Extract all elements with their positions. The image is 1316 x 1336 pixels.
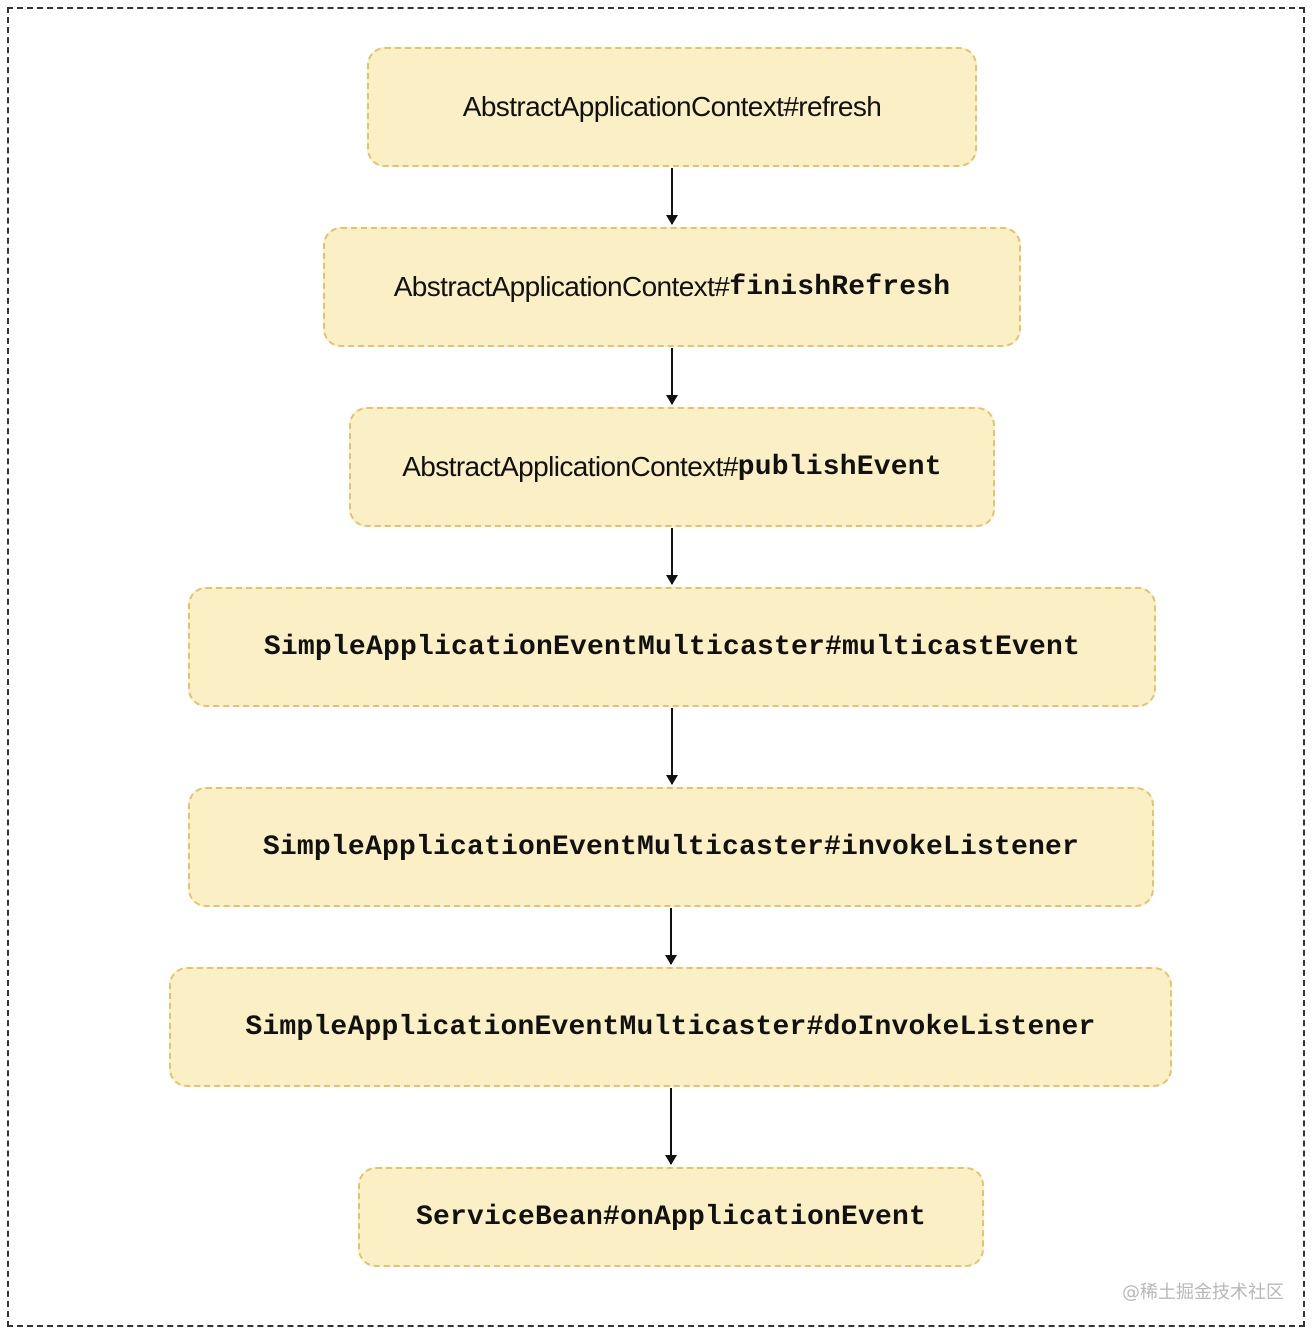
node-label-mono: publishEvent	[737, 451, 942, 483]
watermark-text: @稀土掘金技术社区	[1122, 1282, 1284, 1303]
diagram-frame	[7, 7, 1305, 1327]
node-abstract-finish-refresh: AbstractApplicationContext#finishRefresh	[323, 227, 1021, 347]
node-multicaster-do-invoke-listener: SimpleApplicationEventMulticaster#doInvo…	[169, 967, 1172, 1087]
node-abstract-refresh: AbstractApplicationContext#refresh	[367, 47, 977, 167]
node-label-mono: finishRefresh	[729, 271, 951, 303]
node-label-mono: SimpleApplicationEventMulticaster#doInvo…	[245, 1011, 1096, 1043]
node-abstract-publish-event: AbstractApplicationContext#publishEvent	[349, 407, 995, 527]
node-multicaster-multicast-event: SimpleApplicationEventMulticaster#multic…	[188, 587, 1156, 707]
node-servicebean-on-application-event: ServiceBean#onApplicationEvent	[358, 1167, 984, 1267]
node-multicaster-invoke-listener: SimpleApplicationEventMulticaster#invoke…	[188, 787, 1154, 907]
node-label-sans: AbstractApplicationContext#refresh	[462, 91, 882, 122]
node-label-sans: AbstractApplicationContext#	[393, 271, 730, 302]
node-label-mono: SimpleApplicationEventMulticaster#multic…	[263, 631, 1081, 663]
node-label-mono: ServiceBean#onApplicationEvent	[415, 1201, 927, 1233]
node-label-sans: AbstractApplicationContext#	[402, 451, 738, 482]
node-label-mono: SimpleApplicationEventMulticaster#invoke…	[262, 831, 1080, 863]
